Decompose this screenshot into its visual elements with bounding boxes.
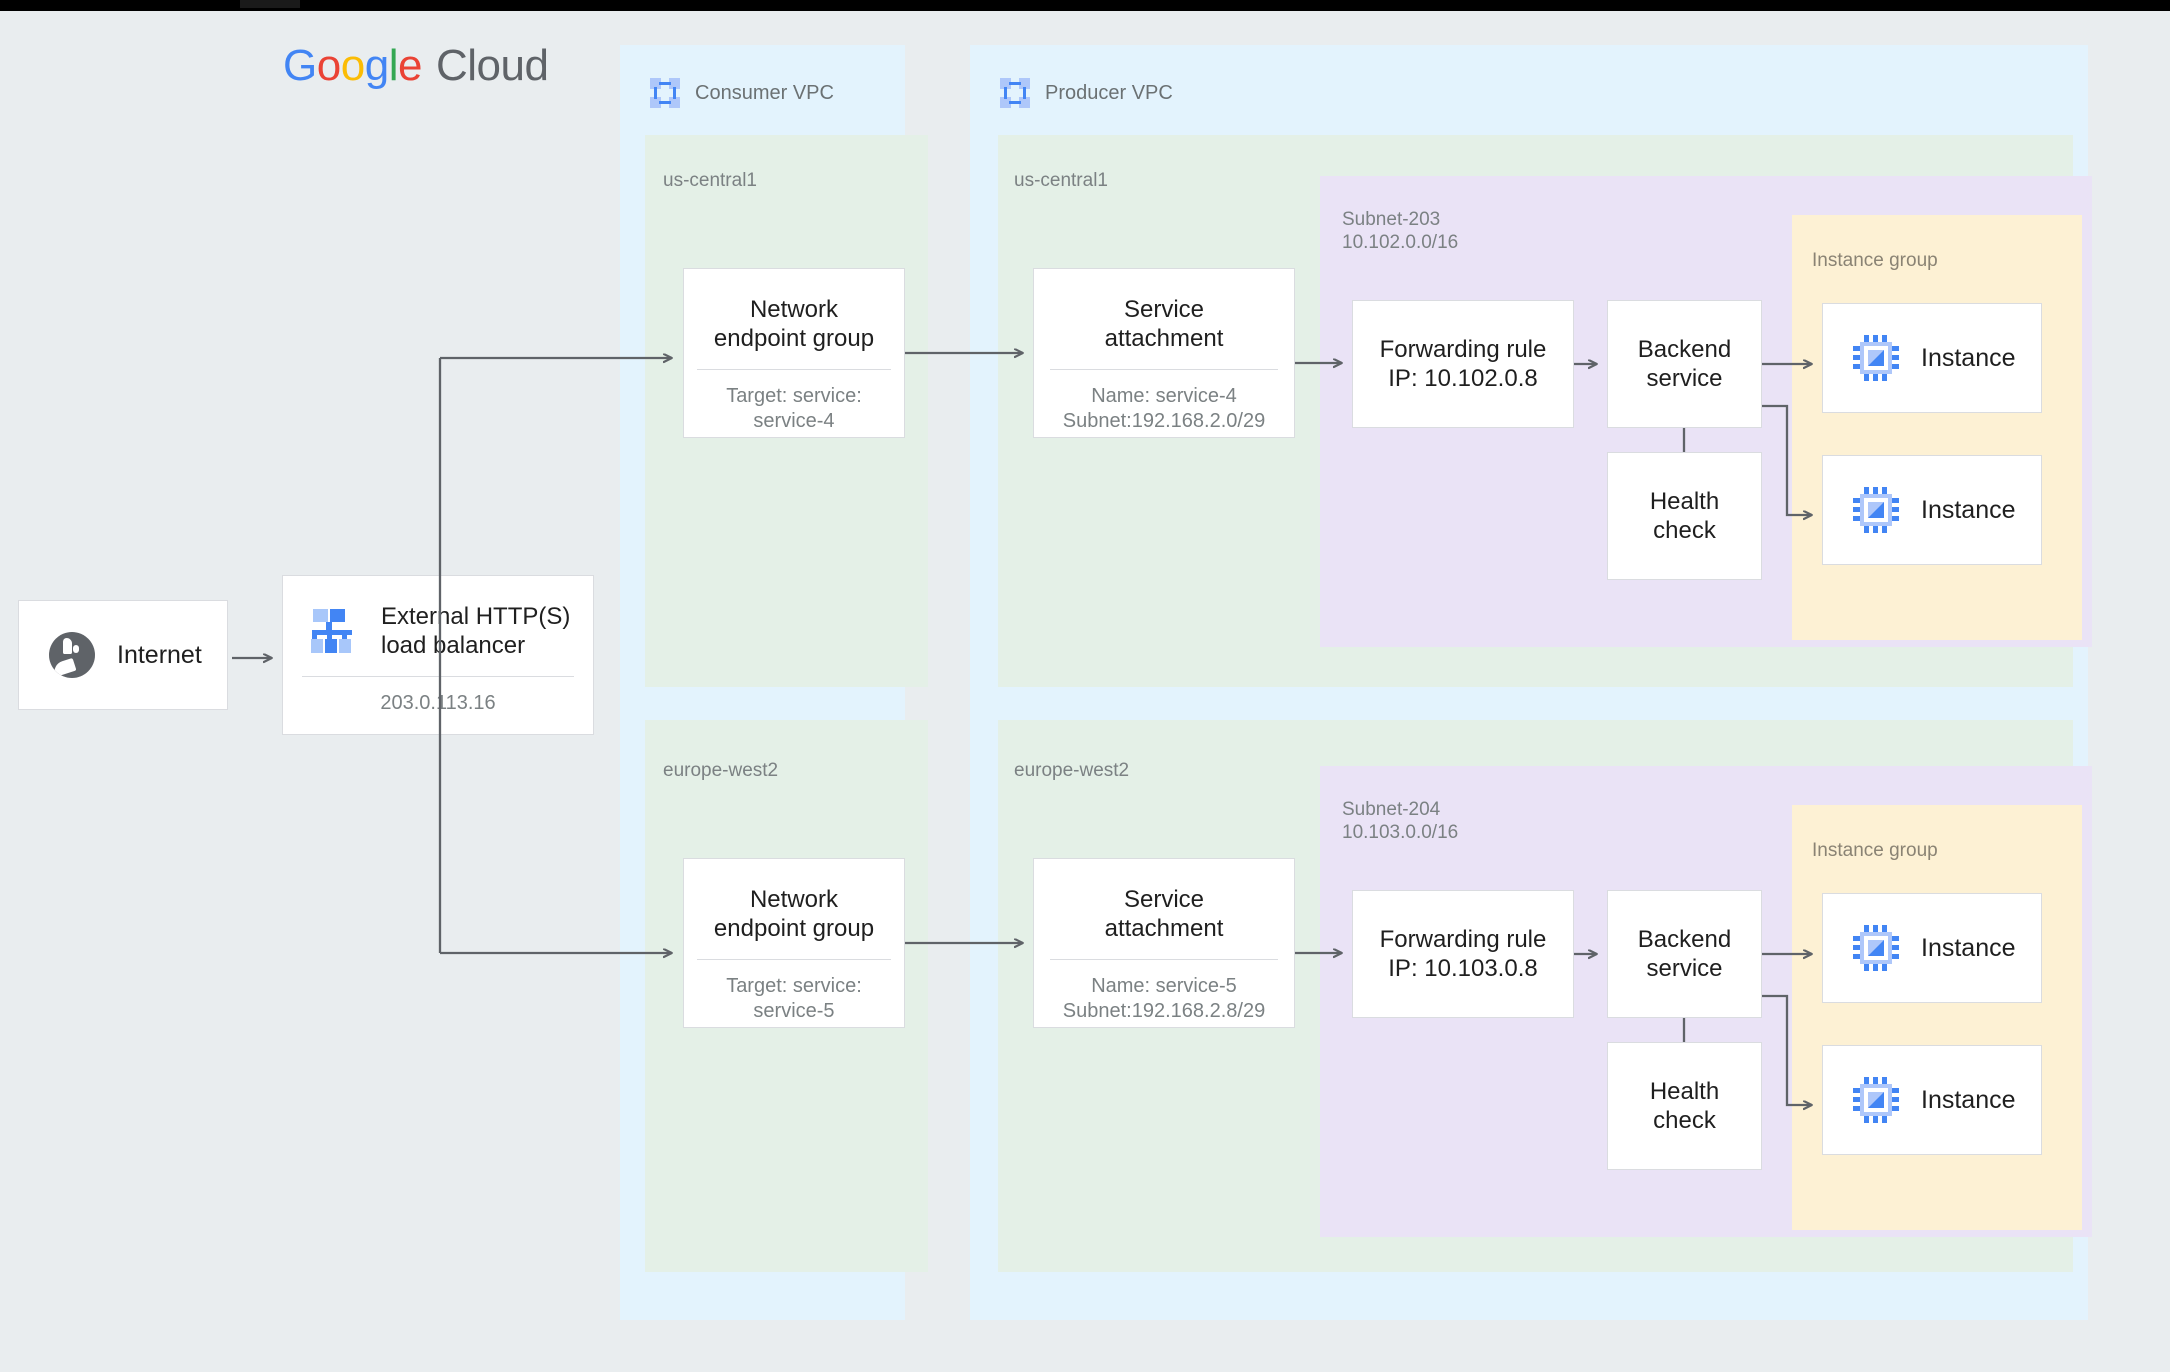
- instance-group-label-0: Instance group: [1812, 250, 1938, 271]
- subnet-203-label: Subnet-203 10.102.0.0/16: [1342, 208, 1458, 254]
- top-bar-notch: [240, 0, 300, 8]
- logo-letter-g2: g: [364, 41, 389, 90]
- health-check-us-central1[interactable]: Health check: [1607, 452, 1762, 580]
- health-check-europe-west2[interactable]: Health check: [1607, 1042, 1762, 1170]
- instance-label-1-0: Instance: [1921, 933, 2016, 962]
- subnet-203-name: Subnet-203: [1342, 209, 1441, 230]
- logo-letter-e: e: [397, 41, 422, 90]
- neg-title-0: Network endpoint group: [713, 296, 875, 352]
- instance-label-1-1: Instance: [1921, 1085, 2016, 1114]
- instance-0-0[interactable]: Instance: [1822, 303, 2042, 413]
- internet-node[interactable]: Internet: [18, 600, 228, 710]
- instance-1-0[interactable]: Instance: [1822, 893, 2042, 1003]
- subnet-204-cidr: 10.103.0.0/16: [1342, 822, 1459, 843]
- load-balancer-ip: 203.0.113.16: [380, 692, 496, 714]
- top-black-bar: [0, 0, 2170, 11]
- network-endpoint-group-us-central1[interactable]: Network endpoint group Target: service: …: [683, 268, 905, 438]
- cpu-chip-icon: [1853, 1077, 1899, 1123]
- service-attachment-divider-1: [1049, 959, 1279, 960]
- neg-subtitle-0: Target: service: service-4: [726, 385, 862, 432]
- producer-vpc-title: Producer VPC: [1045, 82, 1173, 104]
- globe-icon: [49, 632, 95, 678]
- backend-service-title-1: Backend service: [1637, 926, 1732, 982]
- consumer-region-label-0: us-central1: [663, 170, 757, 191]
- instance-group-label-1: Instance group: [1812, 840, 1938, 861]
- external-http-load-balancer[interactable]: External HTTP(S) load balancer 203.0.113…: [282, 575, 594, 735]
- consumer-vpc-title: Consumer VPC: [695, 82, 834, 104]
- backend-service-europe-west2[interactable]: Backend service: [1607, 890, 1762, 1018]
- forwarding-rule-us-central1[interactable]: Forwarding rule IP: 10.102.0.8: [1352, 300, 1574, 428]
- cpu-chip-icon: [1853, 335, 1899, 381]
- neg-subtitle-1: Target: service: service-5: [726, 975, 862, 1022]
- vpc-icon: [1000, 78, 1030, 108]
- cpu-chip-icon: [1853, 925, 1899, 971]
- network-endpoint-group-europe-west2[interactable]: Network endpoint group Target: service: …: [683, 858, 905, 1028]
- service-attachment-subtitle-1: Name: service-5 Subnet:192.168.2.8/29: [1062, 975, 1266, 1022]
- forwarding-rule-title-0: Forwarding rule IP: 10.102.0.8: [1379, 336, 1547, 392]
- service-attachment-title-1: Service attachment: [1104, 886, 1224, 942]
- cpu-chip-icon: [1853, 487, 1899, 533]
- instance-label-0-1: Instance: [1921, 495, 2016, 524]
- logo-letter-o2: o: [340, 41, 365, 90]
- instance-0-1[interactable]: Instance: [1822, 455, 2042, 565]
- forwarding-rule-title-1: Forwarding rule IP: 10.103.0.8: [1379, 926, 1547, 982]
- health-check-title-0: Health check: [1649, 488, 1720, 544]
- consumer-region-label-1: europe-west2: [663, 760, 779, 781]
- google-cloud-logo: Google Cloud: [283, 41, 549, 90]
- backend-service-us-central1[interactable]: Backend service: [1607, 300, 1762, 428]
- logo-letter-g: G: [283, 41, 317, 90]
- service-attachment-divider-0: [1049, 369, 1279, 370]
- service-attachment-subtitle-0: Name: service-4 Subnet:192.168.2.0/29: [1062, 385, 1266, 432]
- subnet-204-label: Subnet-204 10.103.0.0/16: [1342, 798, 1458, 844]
- health-check-title-1: Health check: [1649, 1078, 1720, 1134]
- neg-title-1: Network endpoint group: [713, 886, 875, 942]
- load-balancer-divider: [301, 676, 575, 677]
- vpc-icon: [650, 78, 680, 108]
- service-attachment-us-central1[interactable]: Service attachment Name: service-4 Subne…: [1033, 268, 1295, 438]
- producer-region-label-1: europe-west2: [1014, 760, 1130, 781]
- instance-group-europe-west2: [1792, 805, 2082, 1230]
- neg-divider-1: [697, 959, 891, 960]
- logo-letter-l: l: [388, 41, 399, 90]
- subnet-203-cidr: 10.102.0.0/16: [1342, 232, 1459, 253]
- instance-1-1[interactable]: Instance: [1822, 1045, 2042, 1155]
- neg-divider-0: [697, 369, 891, 370]
- subnet-204-name: Subnet-204: [1342, 799, 1441, 820]
- load-balancer-header: External HTTP(S) load balancer: [283, 602, 593, 660]
- instance-group-us-central1: [1792, 215, 2082, 640]
- logo-word-cloud: Cloud: [435, 41, 549, 90]
- load-balancer-title: External HTTP(S) load balancer: [381, 603, 571, 659]
- logo-letter-o1: o: [316, 41, 341, 90]
- backend-service-title-0: Backend service: [1637, 336, 1732, 392]
- service-attachment-title-0: Service attachment: [1104, 296, 1224, 352]
- load-balancer-icon: [311, 609, 361, 653]
- instance-label-0-0: Instance: [1921, 343, 2016, 372]
- service-attachment-europe-west2[interactable]: Service attachment Name: service-5 Subne…: [1033, 858, 1295, 1028]
- forwarding-rule-europe-west2[interactable]: Forwarding rule IP: 10.103.0.8: [1352, 890, 1574, 1018]
- producer-region-label-0: us-central1: [1014, 170, 1108, 191]
- internet-label: Internet: [117, 640, 202, 669]
